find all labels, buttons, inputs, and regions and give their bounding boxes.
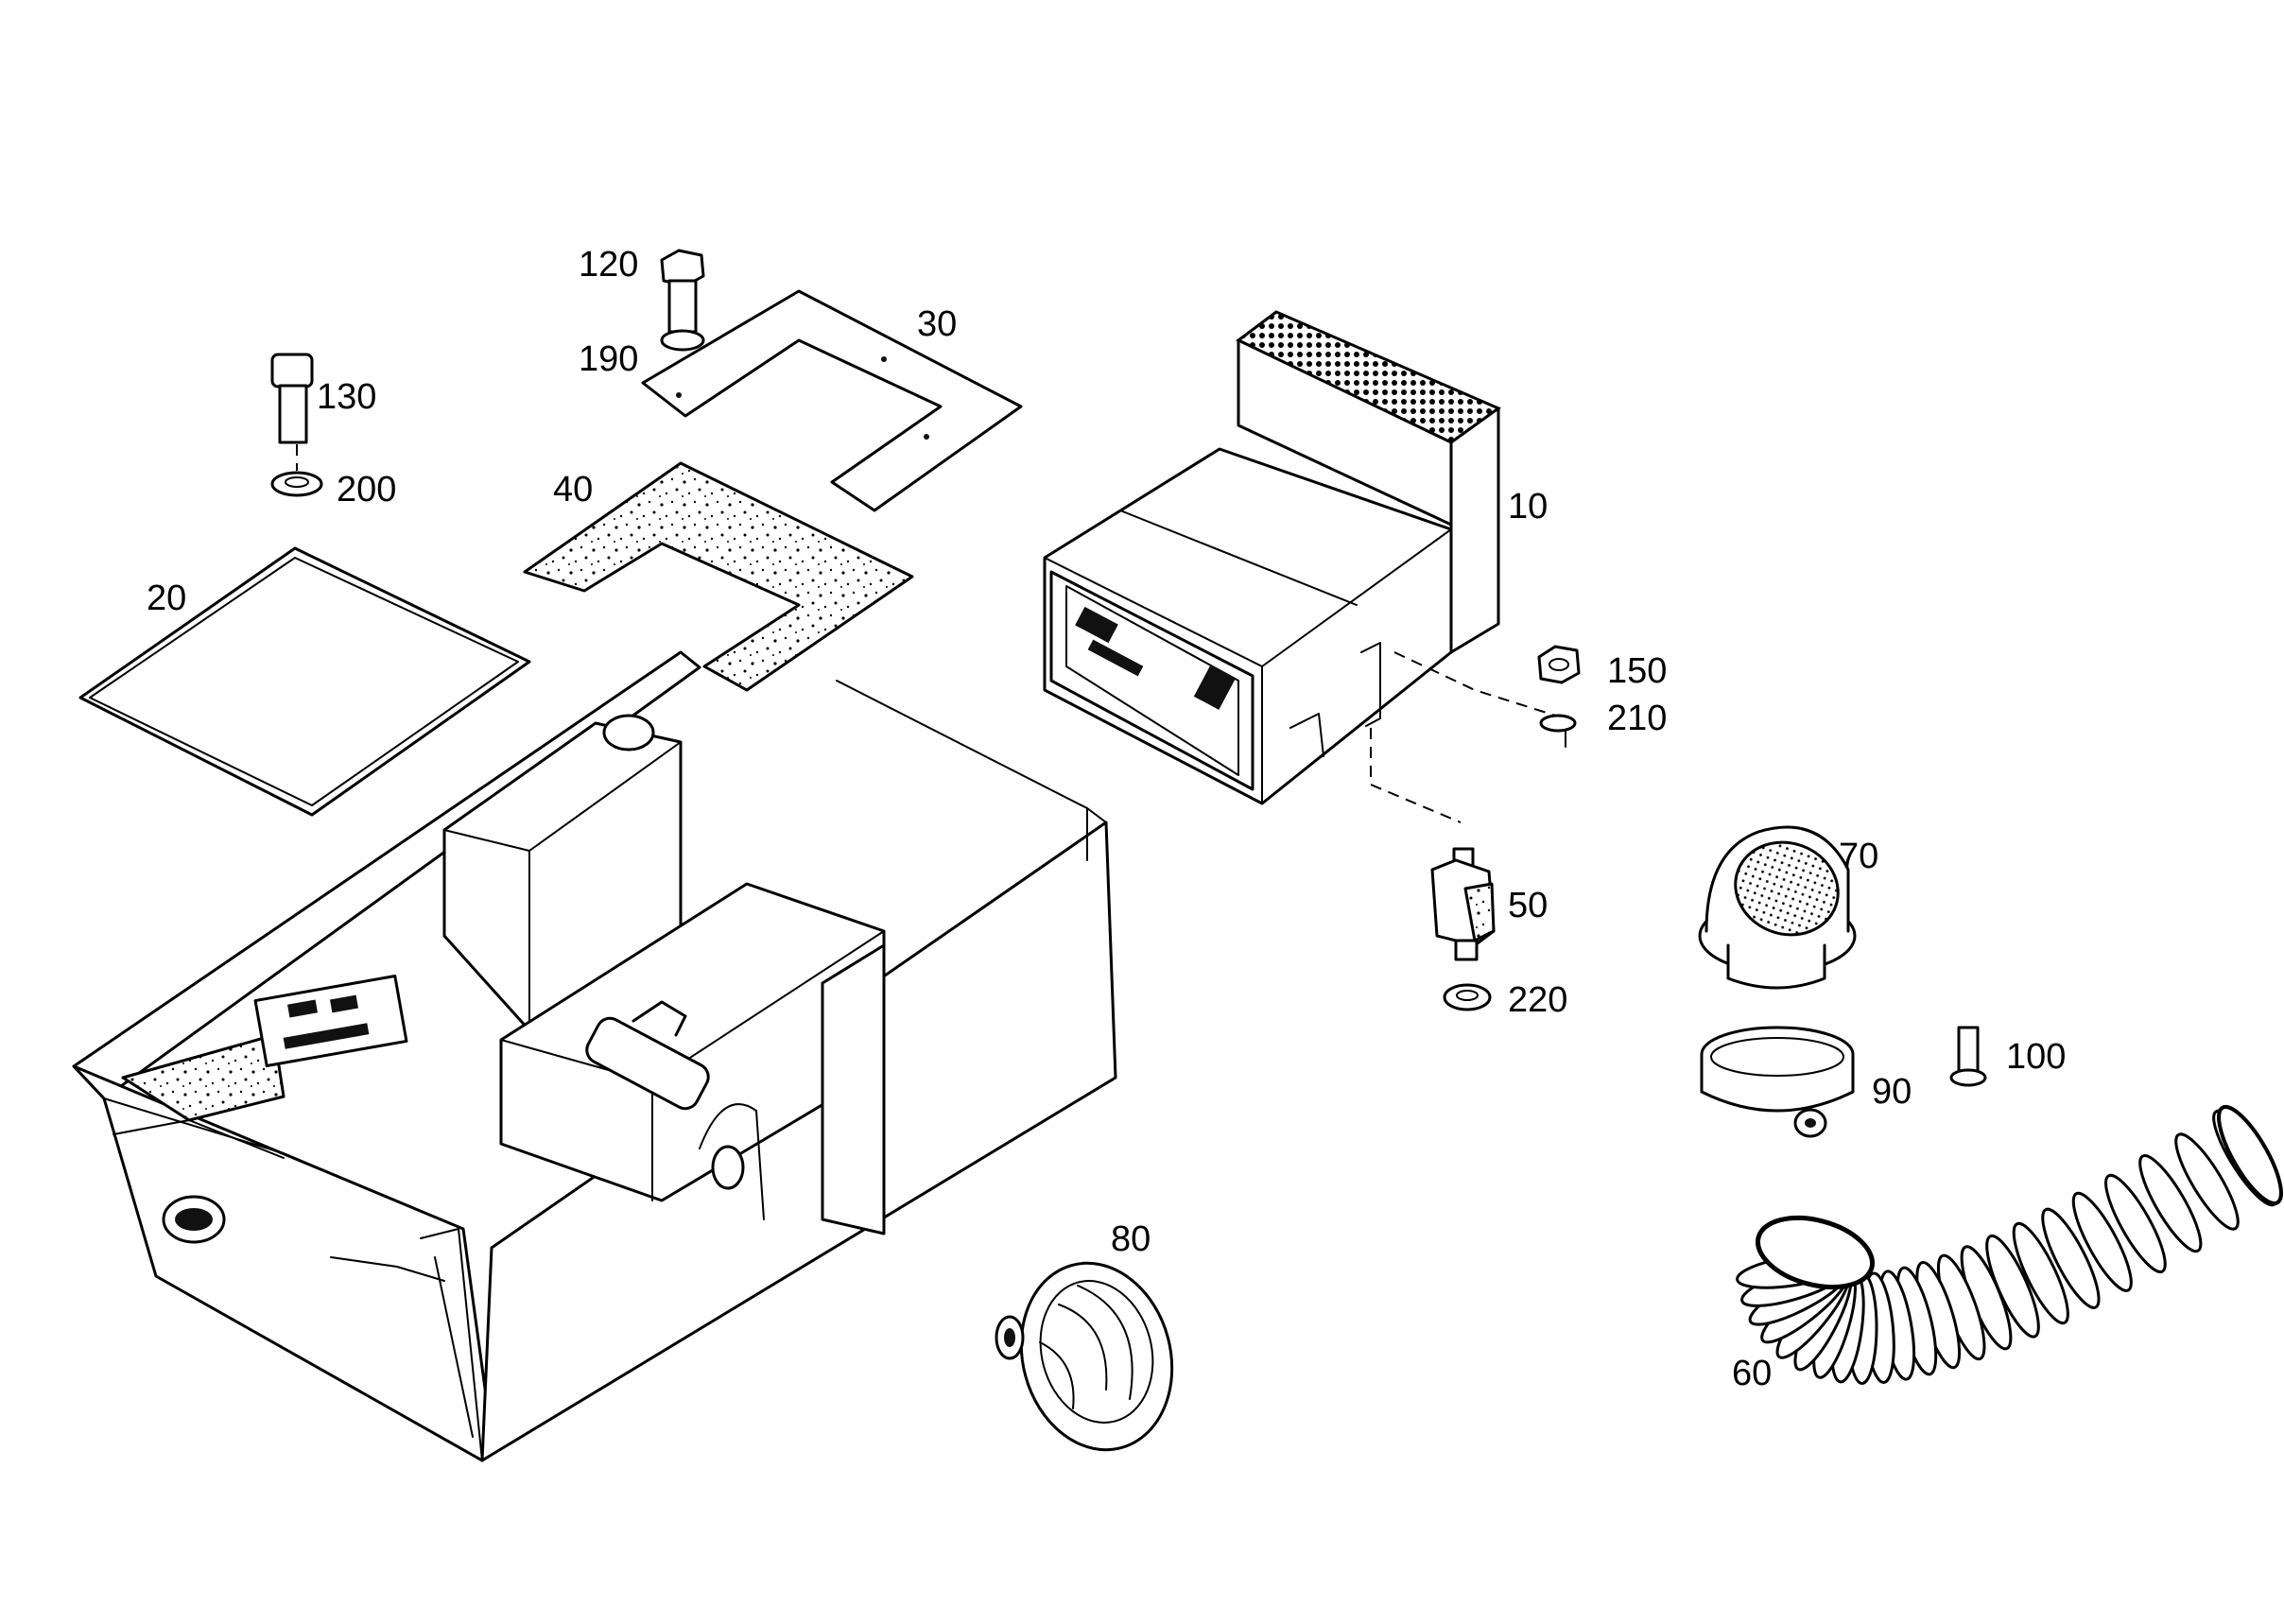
- hose-ring: [2104, 1173, 2167, 1273]
- part-100-screw: [1949, 1026, 1987, 1087]
- part-10-air-box: [1043, 310, 1502, 805]
- part-70-cap: [1698, 825, 1857, 990]
- part-120-bolt: [660, 249, 705, 334]
- hose-ring: [2071, 1191, 2133, 1292]
- hose-outlet: [2217, 1104, 2283, 1206]
- part-60-hose: [1736, 1104, 2283, 1385]
- callout-labels: 10 20 30 40 50 60 70 80 90 100 120 130 1…: [147, 245, 2066, 1393]
- callout-50: 50: [1508, 886, 1548, 925]
- callout-100: 100: [2006, 1037, 2066, 1077]
- callout-80: 80: [1111, 1219, 1151, 1259]
- callout-90: 90: [1872, 1072, 1912, 1112]
- hose-ring: [2174, 1132, 2240, 1231]
- callout-190: 190: [579, 339, 638, 379]
- callout-20: 20: [147, 579, 186, 618]
- callout-220: 220: [1508, 980, 1567, 1020]
- part-130-bolt: [270, 353, 314, 444]
- base-housing: [72, 650, 1117, 1462]
- assembly-line: [1393, 651, 1566, 719]
- callout-10: 10: [1508, 487, 1548, 527]
- callout-70: 70: [1839, 837, 1878, 876]
- callout-40: 40: [553, 470, 593, 510]
- part-190-washer: [660, 329, 705, 352]
- part-200-washer: [270, 471, 323, 497]
- callout-150: 150: [1607, 651, 1667, 691]
- callout-130: 130: [317, 377, 376, 417]
- callout-30: 30: [917, 304, 957, 344]
- callout-200: 200: [337, 470, 396, 510]
- part-50-valve: [1430, 847, 1496, 961]
- part-40-gasket: [523, 461, 914, 692]
- callout-60: 60: [1732, 1354, 1772, 1393]
- hose-ring: [2138, 1154, 2203, 1253]
- part-150-nut: [1537, 645, 1581, 684]
- part-80-vent: [995, 1261, 1174, 1452]
- callout-120: 120: [579, 245, 638, 285]
- part-30-plate: [641, 289, 1023, 512]
- assembly-line: [1370, 728, 1462, 823]
- hose-inlet: [1755, 1215, 1876, 1290]
- part-220-washer: [1443, 983, 1492, 1011]
- callout-210: 210: [1607, 699, 1667, 738]
- part-90-clamp: [1700, 1026, 1855, 1138]
- part-210-washer: [1539, 714, 1577, 748]
- hose-ring: [2041, 1207, 2101, 1309]
- hose-ring: [2012, 1221, 2069, 1325]
